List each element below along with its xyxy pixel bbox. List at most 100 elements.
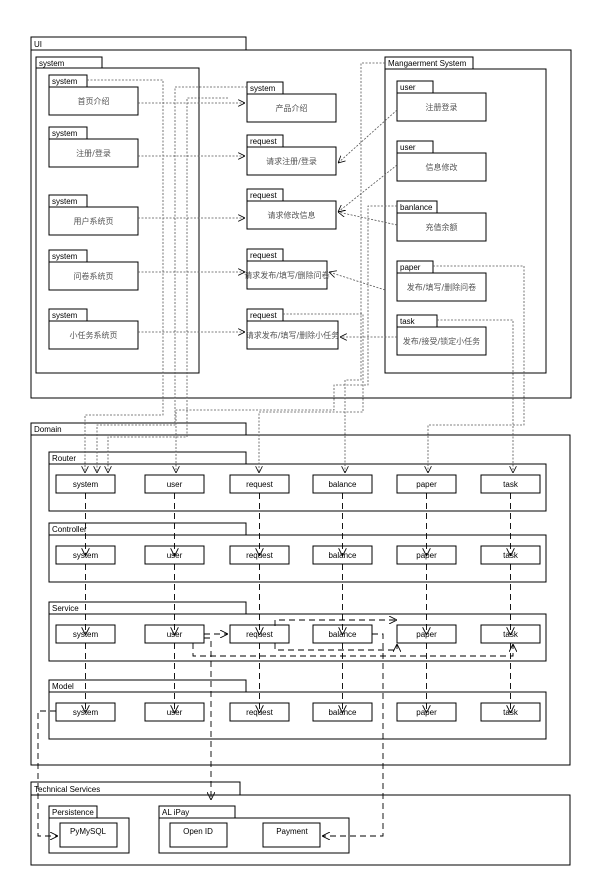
layer-router-module-label: task bbox=[503, 480, 519, 489]
layer-model-module-label: user bbox=[167, 708, 183, 717]
ui-page-4: system 小任务系统页 bbox=[48, 308, 139, 350]
ui-title: UI bbox=[34, 40, 42, 49]
layer-model-body bbox=[48, 691, 547, 740]
layer-router-module-label: user bbox=[167, 480, 183, 489]
ui-page-4-tab-label: system bbox=[52, 311, 78, 320]
layer-router-module-label: balance bbox=[328, 480, 357, 489]
layer-service-module-label: task bbox=[503, 630, 519, 639]
layer-service-title: Service bbox=[52, 604, 79, 613]
layer-router-title: Router bbox=[52, 454, 76, 463]
management-item-4-tab-label: task bbox=[400, 317, 416, 326]
layer-router-module-label: paper bbox=[416, 480, 437, 489]
management-item-0: user 注册登录 bbox=[396, 80, 487, 122]
layer-model-tab bbox=[48, 679, 247, 693]
layer-model-title: Model bbox=[52, 682, 74, 691]
pymysql-label: PyMySQL bbox=[70, 827, 107, 836]
layer-router: Router system user request balance paper task bbox=[48, 451, 547, 512]
ui-page-2-label: 用户系统页 bbox=[74, 216, 114, 226]
ui-page-0-tab-label: system bbox=[52, 77, 78, 86]
layer-router-body bbox=[48, 463, 547, 512]
ui-page-4-label: 小任务系统页 bbox=[70, 330, 118, 340]
ui-dependencies bbox=[85, 62, 525, 473]
alipay-title: AL iPay bbox=[162, 808, 189, 817]
ui-request-0-body bbox=[246, 93, 337, 123]
layer-router-tab bbox=[48, 451, 247, 465]
management-item-3-label: 发布/填写/删除问卷 bbox=[407, 282, 476, 292]
ui-page-2-body bbox=[48, 206, 139, 236]
management-item-2-body bbox=[396, 212, 487, 242]
ui-request-3: request 请求发布/填写/删除问卷 bbox=[244, 248, 330, 290]
ui-page-3-tab-label: system bbox=[52, 252, 78, 261]
management-item-4: task 发布/接受/锁定小任务 bbox=[396, 314, 487, 356]
ui-request-3-label: 请求发布/填写/删除问卷 bbox=[244, 270, 329, 280]
management-item-3-body bbox=[396, 272, 487, 302]
layer-model-module-label: paper bbox=[416, 708, 437, 717]
management-title: Mangaerment System bbox=[388, 59, 467, 68]
ui-system-title: system bbox=[39, 59, 65, 68]
layer-router-module-label: system bbox=[73, 480, 99, 489]
layer-controller-module-label: task bbox=[503, 551, 519, 560]
ui-request-0-label: 产品介绍 bbox=[276, 103, 308, 113]
ui-request-4-label: 请求发布/填写/删除小任务 bbox=[246, 330, 339, 340]
ui-request-2-body bbox=[246, 200, 337, 230]
ui-request-0-tab-label: system bbox=[250, 84, 276, 93]
ui-page-2: system 用户系统页 bbox=[48, 194, 139, 236]
ui-page-1-body bbox=[48, 138, 139, 168]
management-item-2-tab-label: banlance bbox=[400, 203, 433, 212]
layer-model-module-label: task bbox=[503, 708, 519, 717]
management-item-3-tab-label: paper bbox=[400, 263, 421, 272]
ui-request-2-label: 请求修改信息 bbox=[268, 210, 316, 220]
ui-request-3-tab-label: request bbox=[250, 251, 277, 260]
ui-page-0-body bbox=[48, 86, 139, 116]
ui-request-2-tab-label: request bbox=[250, 191, 277, 200]
management-item-3: paper 发布/填写/删除问卷 bbox=[396, 260, 487, 302]
ui-request-1: request 请求注册/登录 bbox=[246, 134, 337, 176]
management-item-4-body bbox=[396, 326, 487, 356]
ui-request-4-tab-label: request bbox=[250, 311, 277, 320]
ui-page-3-label: 问卷系统页 bbox=[74, 271, 114, 281]
domain-title: Domain bbox=[34, 425, 62, 434]
management-item-0-tab-label: user bbox=[400, 83, 416, 92]
ui-request-1-tab-label: request bbox=[250, 137, 277, 146]
management-item-2-label: 充值余额 bbox=[426, 222, 458, 232]
ui-page-2-tab-label: system bbox=[52, 197, 78, 206]
management-item-1-label: 信息修改 bbox=[426, 162, 458, 172]
layer-model-module-label: system bbox=[73, 708, 99, 717]
ui-request-3-body bbox=[246, 260, 328, 290]
layer-model-module-label: balance bbox=[328, 708, 357, 717]
ui-page-4-body bbox=[48, 320, 139, 350]
technical-title: Technical Services bbox=[34, 785, 100, 794]
layer-model-module-label: request bbox=[246, 708, 273, 717]
ui-page-0-label: 首页介绍 bbox=[78, 96, 110, 106]
payment-box bbox=[262, 822, 321, 848]
persistence-package: Persistence PyMySQL bbox=[48, 805, 130, 854]
ui-page-0: system 首页介绍 bbox=[48, 74, 139, 116]
ui-request-1-body bbox=[246, 146, 337, 176]
ui-request-0: system 产品介绍 bbox=[246, 81, 337, 123]
management-item-2: banlance 充值余额 bbox=[396, 200, 487, 242]
alipay-package: AL iPay Open ID Payment bbox=[158, 805, 350, 854]
openid-label: Open ID bbox=[183, 827, 213, 836]
management-item-0-body bbox=[396, 92, 487, 122]
management-item-1-body bbox=[396, 152, 487, 182]
management-item-4-label: 发布/接受/锁定小任务 bbox=[403, 336, 480, 346]
ui-request-4: request 请求发布/填写/删除小任务 bbox=[246, 308, 339, 350]
ui-page-3-body bbox=[48, 261, 139, 291]
openid-box bbox=[169, 822, 228, 848]
domain-dependencies bbox=[37, 493, 513, 836]
ui-request-1-label: 请求注册/登录 bbox=[266, 156, 317, 166]
persistence-title: Persistence bbox=[52, 808, 94, 817]
payment-label: Payment bbox=[276, 827, 308, 836]
management-item-0-label: 注册登录 bbox=[426, 102, 458, 112]
layer-controller-title: Controller bbox=[52, 525, 87, 534]
layer-service-body bbox=[48, 613, 547, 662]
layer-router-module-label: request bbox=[246, 480, 273, 489]
pymysql-box bbox=[59, 822, 118, 848]
ui-request-2: request 请求修改信息 bbox=[246, 188, 337, 230]
ui-page-1-label: 注册/登录 bbox=[76, 148, 111, 158]
layer-controller-body bbox=[48, 534, 547, 583]
